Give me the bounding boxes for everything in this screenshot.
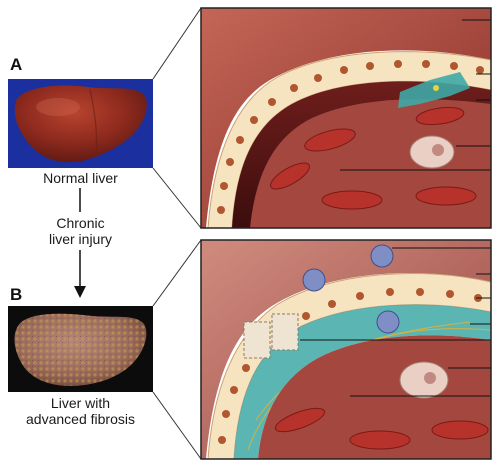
normal-liver-shape <box>14 85 147 163</box>
transition-line-1: Chronic <box>56 215 105 231</box>
panel-letter-b: B <box>10 285 23 304</box>
normal-liver-caption: Normal liver <box>43 170 118 186</box>
fibrotic-liver-photo <box>8 306 153 392</box>
panel-letter-a: A <box>10 55 23 74</box>
fibrotic-liver-caption-line-1: Liver with <box>50 395 111 411</box>
fibrotic-liver-shape <box>14 313 147 386</box>
transition-line-2: liver injury <box>48 231 112 247</box>
normal-liver-photo <box>8 79 153 168</box>
fibrotic-liver-caption-line-2: advanced fibrosis <box>26 411 135 427</box>
